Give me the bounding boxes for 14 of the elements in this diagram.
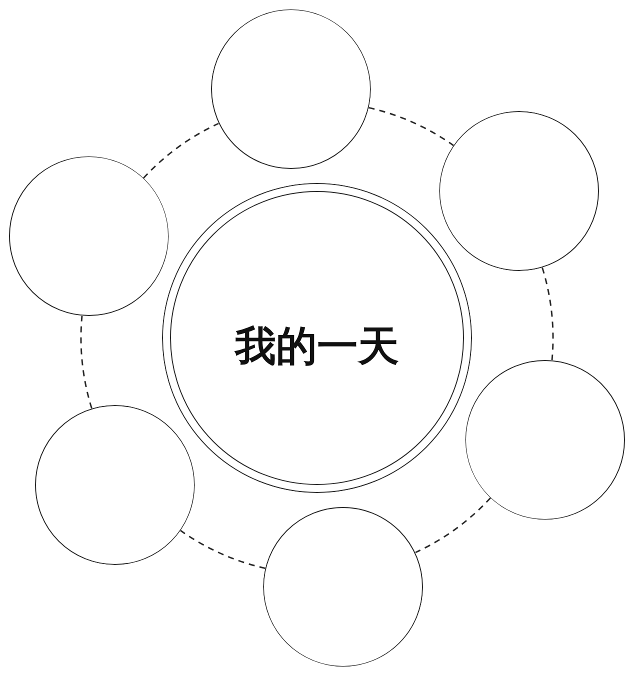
empty-circle xyxy=(465,360,626,520)
dashed-connector xyxy=(142,122,219,179)
empty-circle xyxy=(34,404,195,565)
empty-circle xyxy=(8,156,169,316)
dashed-connector xyxy=(180,530,266,570)
empty-circle xyxy=(263,506,424,667)
center-title: 我的一天 xyxy=(235,324,399,370)
empty-circle xyxy=(439,111,600,272)
dashed-connector xyxy=(542,268,554,360)
dashed-connector xyxy=(415,497,492,554)
dashed-connector xyxy=(368,106,454,146)
empty-circle xyxy=(210,9,371,170)
double-circle xyxy=(162,183,472,493)
dashed-connector xyxy=(80,316,92,408)
